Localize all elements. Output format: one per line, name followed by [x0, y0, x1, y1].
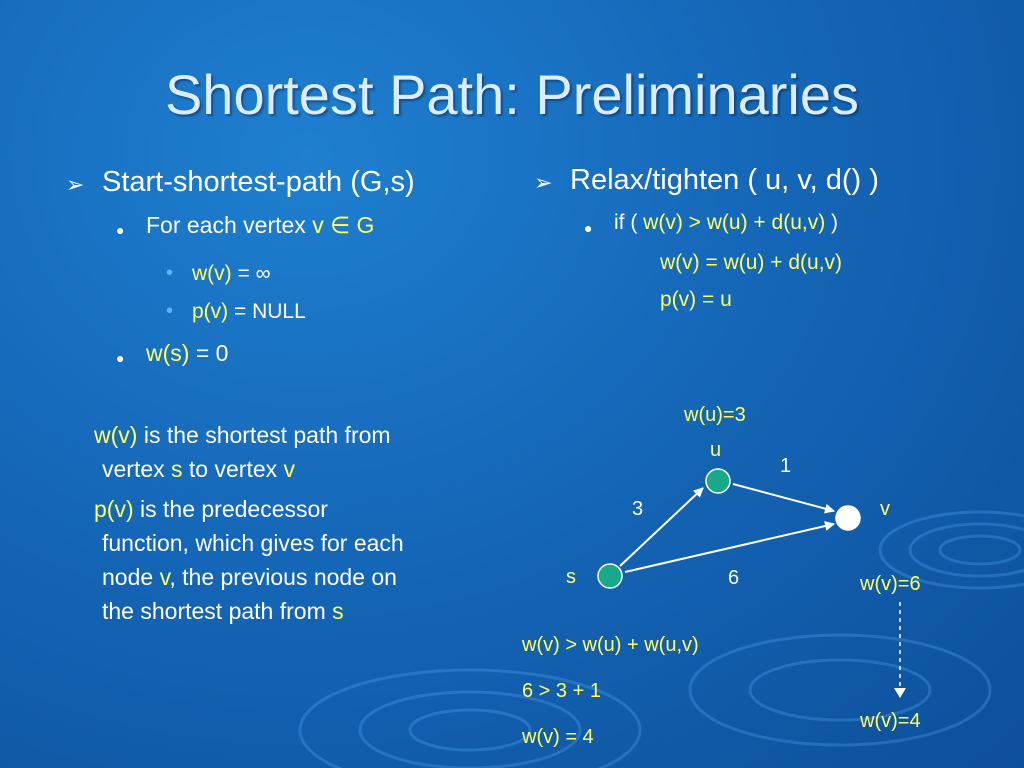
sub-pv-lhs: p(v): [192, 300, 229, 323]
arrow-bullet-icon: ➢: [66, 172, 85, 197]
for-each-text: For each vertex: [146, 212, 313, 238]
bullet-dot-icon: ●: [116, 350, 125, 366]
label-s: s: [566, 566, 576, 588]
relax-if-line: if ( w(v) > w(u) + d(u,v) ): [614, 211, 838, 235]
equation-condition: w(v) > w(u) + w(u,v): [522, 634, 699, 656]
equation-values: 6 > 3 + 1: [522, 680, 601, 702]
sub-bullet-icon: •: [166, 262, 174, 284]
bullet-dot-icon: ●: [116, 222, 125, 238]
ws-line: w(s) = 0: [146, 340, 228, 367]
left-heading: Start-shortest-path (G,s): [102, 166, 415, 198]
edge-s-to-u: [619, 487, 704, 567]
def-pv-text4: , the previous node on: [169, 564, 397, 590]
node-u: [705, 468, 731, 494]
node-s: [597, 563, 623, 589]
def-pv-text1: is the predecessor: [133, 496, 328, 522]
def-wv-term: w(v): [94, 422, 138, 448]
label-u: u: [710, 439, 722, 461]
sub-wv-rhs: = ∞: [231, 262, 271, 285]
for-each-v: v: [312, 212, 331, 238]
node-v: [835, 505, 861, 531]
right-heading: Relax/tighten ( u, v, d() ): [570, 164, 879, 196]
def-pv-v: v: [159, 564, 170, 590]
element-of-symbol: ∈: [330, 212, 351, 238]
edge-u-to-v: [732, 483, 835, 514]
ws-rhs: = 0: [189, 340, 229, 366]
relax-update-p: p(v) = u: [660, 288, 732, 311]
sub-pv-rhs: = NULL: [228, 300, 306, 323]
label-v: v: [880, 498, 890, 520]
definition-pv: p(v) is the predecessor function, which …: [94, 492, 514, 628]
sub-item-pv: p(v) = NULL: [192, 300, 306, 324]
relax-update-w: w(v) = w(u) + d(u,v): [660, 251, 843, 274]
label-wv-before: w(v)=6: [860, 573, 921, 595]
label-edge-uv: 1: [780, 455, 792, 477]
def-pv-s: s: [332, 598, 344, 624]
def-wv-text2: vertex: [102, 456, 172, 482]
label-wv-after: w(v)=4: [860, 710, 921, 732]
for-each-line: For each vertex v ∈ G: [146, 212, 374, 239]
def-wv-s: s: [171, 456, 183, 482]
slide-title: Shortest Path: Preliminaries: [164, 63, 860, 126]
update-arrowhead: [894, 688, 906, 698]
sub-wv-lhs: w(v): [192, 262, 232, 285]
label-edge-su: 3: [632, 498, 644, 520]
label-wu: w(u)=3: [684, 404, 746, 426]
if-close: ): [825, 211, 839, 234]
def-pv-term: p(v): [94, 496, 134, 522]
def-wv-text1: is the shortest path from: [137, 422, 391, 448]
sub-item-wv: w(v) = ∞: [192, 262, 271, 286]
for-each-g: G: [350, 212, 375, 238]
def-pv-text2: function, which gives for each: [102, 530, 404, 556]
bullet-dot-icon: ●: [584, 220, 593, 236]
ws-lhs: w(s): [146, 340, 190, 366]
definition-wv: w(v) is the shortest path from vertex s …: [94, 418, 514, 486]
def-pv-text5: the shortest path from: [102, 598, 333, 624]
equation-result: w(v) = 4: [522, 726, 594, 748]
def-wv-text3: to vertex: [182, 456, 284, 482]
edge-s-to-v: [624, 521, 835, 573]
def-wv-v: v: [283, 456, 296, 482]
sub-bullet-icon: •: [166, 300, 174, 322]
def-pv-text3: node: [102, 564, 160, 590]
if-condition: w(v) > w(u) + d(u,v): [643, 211, 826, 234]
if-open: if (: [614, 211, 644, 234]
arrow-bullet-icon: ➢: [534, 170, 553, 195]
label-edge-sv: 6: [728, 567, 740, 589]
